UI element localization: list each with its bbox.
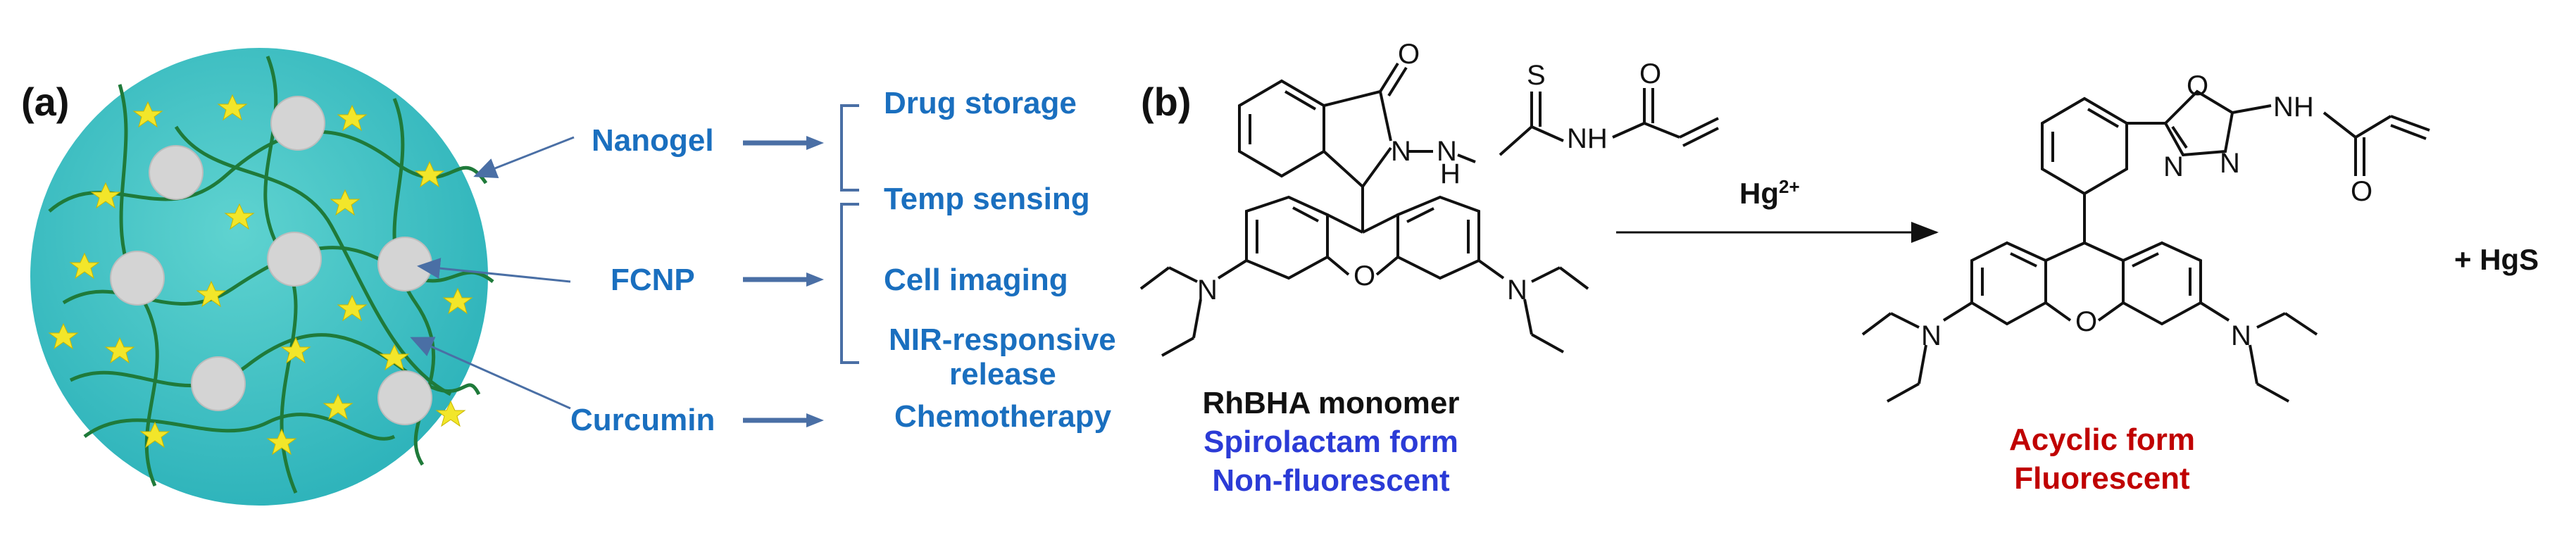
label-fcnp: FCNP	[611, 263, 695, 297]
atom-o-xanthene: O	[1353, 261, 1375, 291]
atom-o-product-acryl: O	[2351, 176, 2372, 207]
atom-o-oxadiazole: O	[2187, 70, 2208, 101]
monomer-name: RhBHA monomer	[1202, 386, 1460, 420]
rhbha-monomer-structure	[1139, 62, 1719, 357]
product-structure	[1861, 89, 2430, 403]
atom-n-oxadiazole-2: N	[2220, 148, 2240, 179]
monomer-form: Spirolactam form	[1203, 425, 1458, 459]
product-fluorescence: Fluorescent	[2014, 461, 2190, 496]
atom-n-left: N	[1197, 275, 1218, 306]
atom-n-product-left: N	[1921, 320, 1942, 351]
atom-o-acryl: O	[1639, 58, 1661, 89]
label-nanogel: Nanogel	[592, 123, 714, 158]
atom-s-thione: S	[1527, 60, 1546, 91]
label-nir-responsive: NIR-responsive	[889, 322, 1116, 357]
reagent-symbol: Hg	[1739, 177, 1779, 210]
label-curcumin: Curcumin	[570, 403, 715, 437]
panel-b-label: (b)	[1141, 80, 1192, 124]
label-chemotherapy: Chemotherapy	[894, 399, 1112, 434]
atom-n-oxadiazole-1: N	[2163, 151, 2184, 182]
product-form: Acyclic form	[2008, 422, 2196, 457]
label-temp-sensing: Temp sensing	[884, 182, 1090, 216]
atom-n-lactam: N	[1391, 136, 1411, 167]
atom-o-carbonyl: O	[1398, 39, 1420, 70]
reagent-charge: 2+	[1779, 176, 1800, 197]
label-cell-imaging: Cell imaging	[884, 263, 1068, 297]
atom-h-hydrazide: H	[1440, 158, 1461, 189]
atom-nh-product: NH	[2273, 92, 2314, 123]
function-arrows	[743, 136, 824, 427]
atom-o-product-xanthene: O	[2075, 306, 2097, 337]
label-release: release	[949, 357, 1056, 391]
atom-n-right: N	[1507, 275, 1527, 306]
nanogel-sphere	[30, 48, 494, 506]
function-brackets	[840, 104, 859, 364]
atom-nh-amide: NH	[1567, 123, 1608, 154]
byproduct-label: + HgS	[2454, 243, 2539, 276]
panel-a-label: (a)	[21, 80, 70, 124]
leader-lines	[410, 136, 575, 410]
monomer-fluorescence: Non-fluorescent	[1212, 463, 1450, 498]
atom-n-product-right: N	[2231, 320, 2251, 351]
reagent-label: Hg2+	[1739, 176, 1800, 211]
atom-n-hydrazide: N	[1437, 136, 1457, 167]
label-drug-storage: Drug storage	[884, 86, 1077, 120]
